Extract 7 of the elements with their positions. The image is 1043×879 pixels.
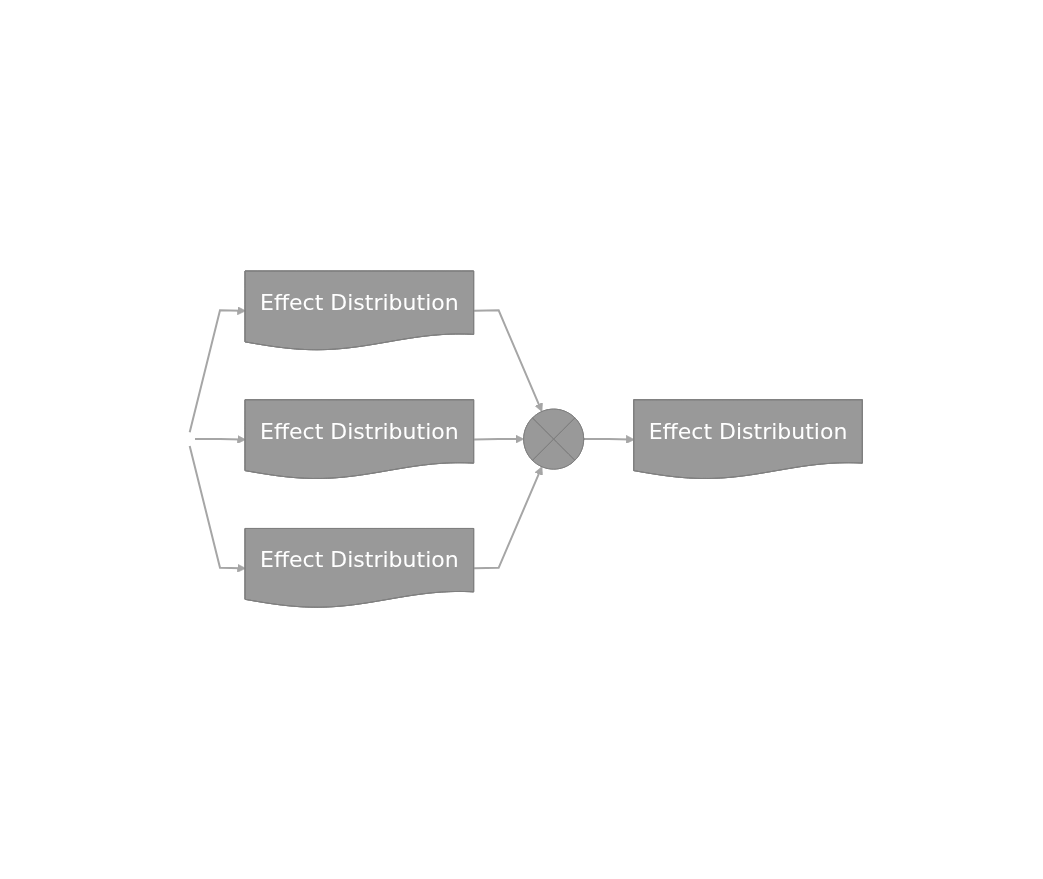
arrow [472,309,543,413]
arrow [472,435,524,444]
arrow [193,435,246,445]
arrow [188,306,246,434]
arrow [582,435,635,445]
arrow [188,445,246,573]
arrow [472,466,543,570]
